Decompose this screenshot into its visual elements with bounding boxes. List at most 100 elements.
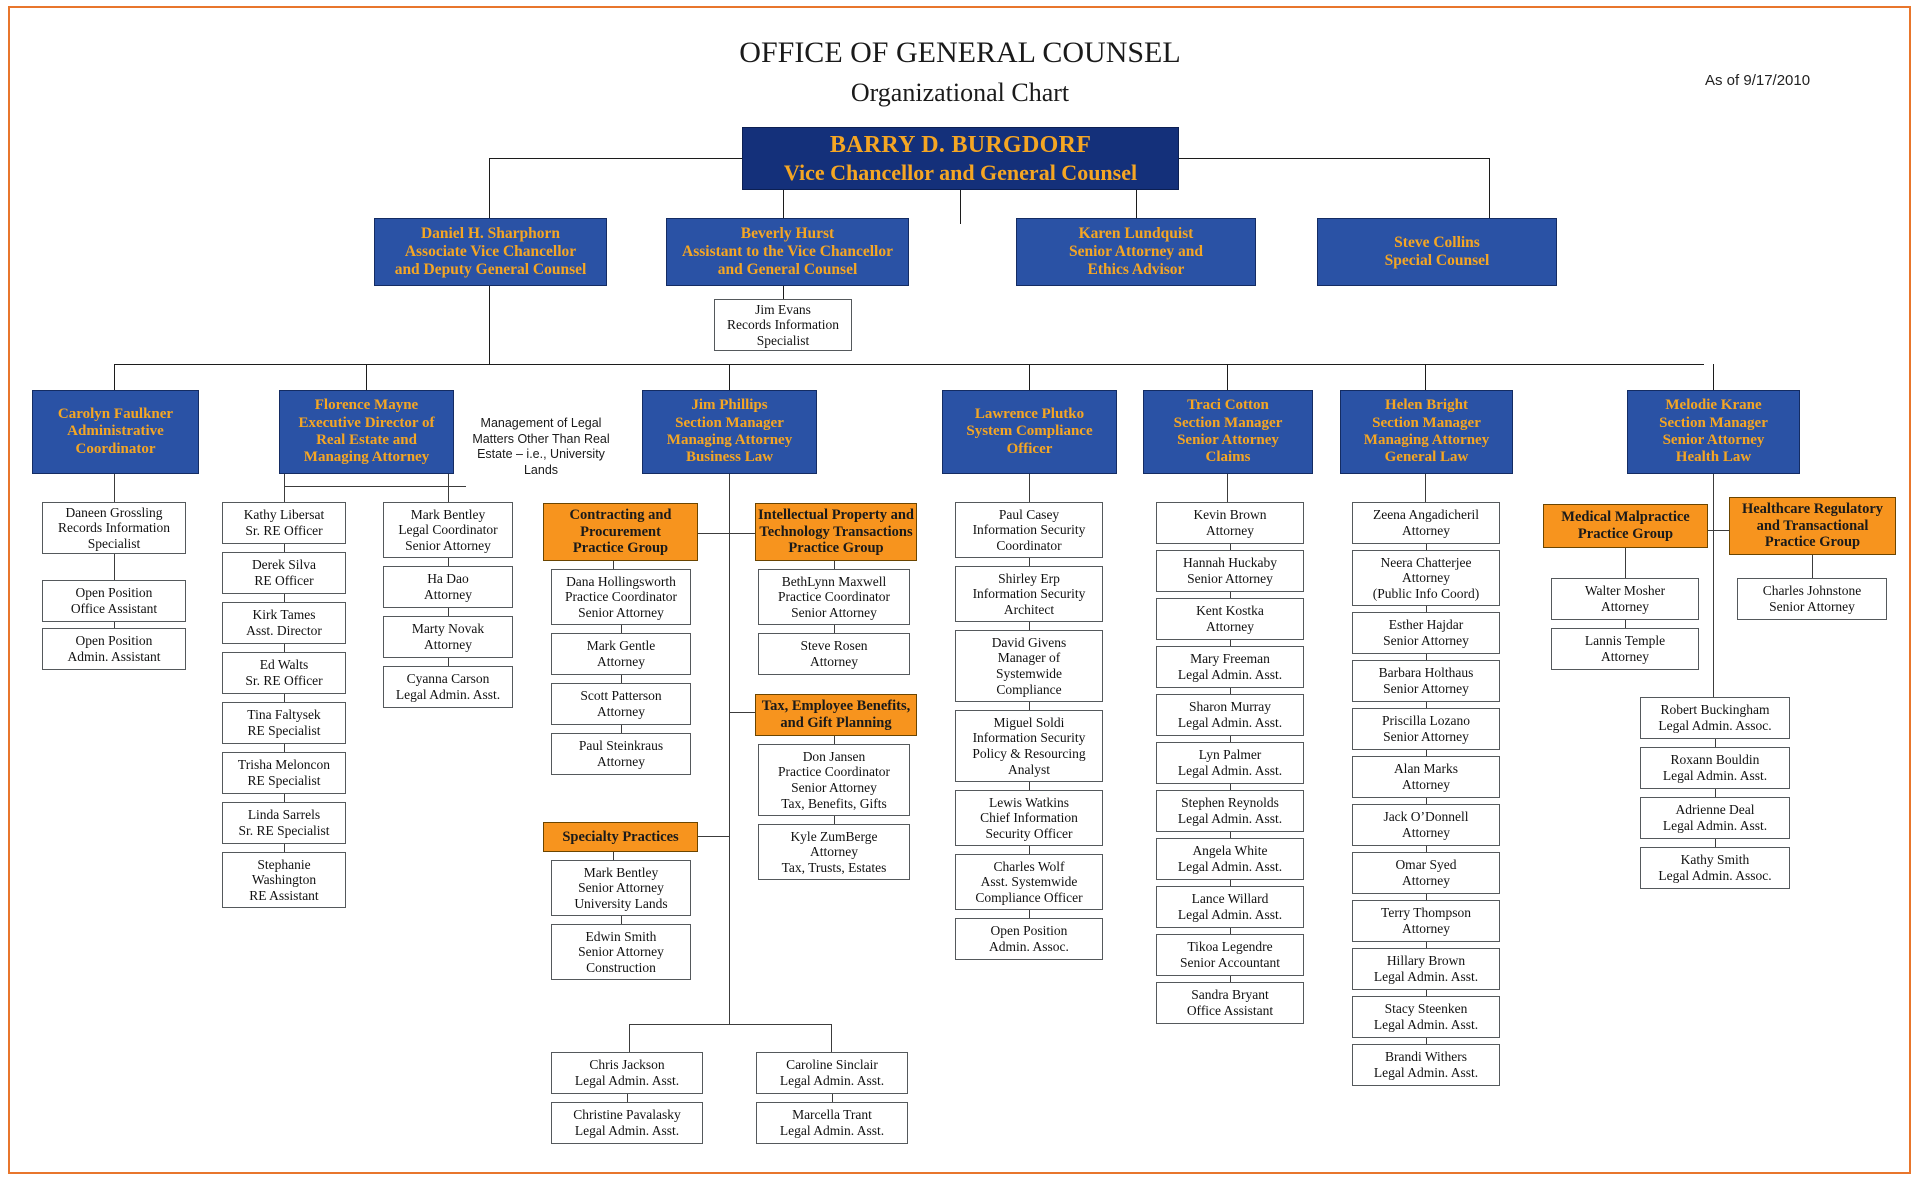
group-header-contracting[interactable]: Contracting and Procurement Practice Gro… bbox=[543, 503, 698, 561]
group-header-tax[interactable]: Tax, Employee Benefits, and Gift Plannin… bbox=[755, 694, 917, 736]
org-node-phillips[interactable]: Jim Phillips Section Manager Managing At… bbox=[642, 390, 817, 474]
org-node-krane[interactable]: Melodie Krane Section Manager Senior Att… bbox=[1627, 390, 1800, 474]
node-line: Kent Kostka bbox=[1196, 603, 1264, 619]
connector-line bbox=[1230, 736, 1231, 742]
group-line: Healthcare Regulatory bbox=[1741, 500, 1884, 517]
list-item[interactable]: Open Position Office Assistant bbox=[42, 580, 186, 622]
org-node-cotton[interactable]: Traci Cotton Section Manager Senior Atto… bbox=[1143, 390, 1313, 474]
node-name: Melodie Krane bbox=[1665, 397, 1762, 414]
list-item[interactable]: Daneen Grossling Records Information Spe… bbox=[42, 502, 186, 554]
org-node-mayne[interactable]: Florence Mayne Executive Director of Rea… bbox=[279, 390, 454, 474]
node-line: Office Assistant bbox=[1186, 1003, 1274, 1018]
group-header-specialty[interactable]: Specialty Practices bbox=[543, 822, 698, 852]
list-item[interactable]: Open Position Admin. Assistant bbox=[42, 628, 186, 670]
org-node-jim-evans[interactable]: Jim Evans Records Information Specialist bbox=[714, 299, 852, 351]
connector-line bbox=[1230, 832, 1231, 838]
node-line: Compliance bbox=[996, 681, 1062, 697]
node-line: Mark Bentley bbox=[410, 506, 486, 522]
group-header-malpractice[interactable]: Medical Malpractice Practice Group bbox=[1543, 504, 1708, 548]
group-header-healthcare[interactable]: Healthcare Regulatory and Transactional … bbox=[1729, 497, 1896, 555]
group-line: Practice Group bbox=[1577, 526, 1674, 542]
org-node-top[interactable]: BARRY D. BURGDORF Vice Chancellor and Ge… bbox=[742, 127, 1179, 190]
org-node-faulkner[interactable]: Carolyn Faulkner Administrative Coordina… bbox=[32, 390, 199, 474]
org-node-hurst[interactable]: Beverly Hurst Assistant to the Vice Chan… bbox=[666, 218, 909, 286]
org-node-sharphorn[interactable]: Daniel H. Sharphorn Associate Vice Chanc… bbox=[374, 218, 607, 286]
org-node-lundquist[interactable]: Karen Lundquist Senior Attorney and Ethi… bbox=[1016, 218, 1256, 286]
node-line: Walter Mosher bbox=[1584, 583, 1666, 599]
node-line: Sharon Murray bbox=[1188, 699, 1272, 715]
org-node-bright[interactable]: Helen Bright Section Manager Managing At… bbox=[1340, 390, 1513, 474]
node-line: Tax, Trusts, Estates bbox=[781, 859, 887, 875]
org-node-plutko[interactable]: Lawrence Plutko System Compliance Office… bbox=[942, 390, 1117, 474]
group-header-ip[interactable]: Intellectual Property and Technology Tra… bbox=[755, 503, 917, 561]
node-line2: Senior Attorney and bbox=[1068, 243, 1204, 261]
connector-line bbox=[834, 625, 835, 633]
org-node-collins[interactable]: Steve Collins Special Counsel bbox=[1317, 218, 1557, 286]
connector-line bbox=[1426, 990, 1427, 996]
